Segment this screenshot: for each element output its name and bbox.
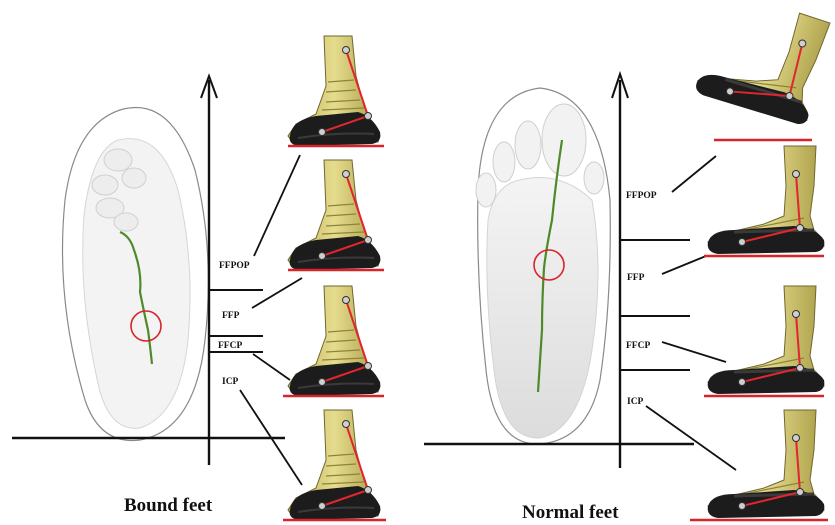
normal-phase-label-ffcp: FFCP [626, 341, 650, 351]
bound-phase-label-ffcp: FFCP [218, 341, 242, 351]
normal-phase-label-ffp: FFP [627, 273, 645, 283]
bound-snapshot-1 [288, 36, 380, 146]
normal-leader-ffcp [662, 342, 726, 362]
bound-feet-panel: FFPOP FFP FFCP ICP Bound feet [12, 36, 386, 520]
bound-leader-ffcp [253, 354, 290, 380]
bound-snapshot-2 [288, 160, 380, 270]
normal-leader-ffp [662, 256, 706, 274]
bound-snapshot-4 [288, 410, 380, 520]
normal-leader-ffpop [672, 156, 716, 192]
bound-snapshot-3 [288, 286, 380, 396]
normal-feet-panel: FFPOP FFP FFCP ICP Normal feet [424, 0, 835, 523]
bound-phase-label-ffpop: FFPOP [219, 261, 250, 271]
bound-phase-label-icp: ICP [222, 377, 239, 387]
normal-phase-label-ffpop: FFPOP [626, 191, 657, 201]
normal-phase-label-icp: ICP [627, 397, 644, 407]
normal-snapshot-4 [708, 410, 825, 518]
bound-leader-ffp [252, 278, 302, 308]
normal-snapshot-1 [694, 0, 835, 128]
normal-snapshot-2 [708, 146, 825, 254]
bound-leader-ffpop [254, 155, 300, 256]
bound-caption: Bound feet [124, 495, 213, 516]
normal-snapshot-3 [708, 286, 825, 394]
normal-caption: Normal feet [522, 502, 619, 523]
normal-leader-icp [646, 406, 736, 470]
bound-phase-label-ffp: FFP [222, 311, 240, 321]
